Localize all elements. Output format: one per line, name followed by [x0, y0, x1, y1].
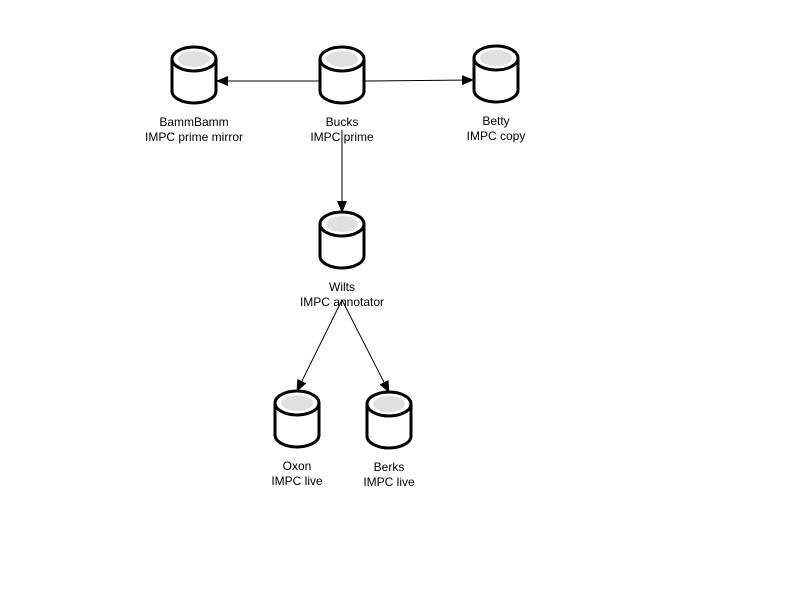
node-name: Wilts: [329, 280, 355, 294]
node-name: Betty: [482, 114, 510, 128]
node-role: IMPC prime: [310, 130, 374, 144]
database-node-bammbamm[interactable]: [170, 45, 218, 105]
database-icon-top-inner: [326, 216, 358, 232]
database-node-berks[interactable]: [365, 390, 413, 450]
node-name: Berks: [373, 460, 405, 474]
database-icon-top-inner: [326, 51, 358, 67]
database-node-wilts[interactable]: [318, 210, 366, 270]
database-node-oxon[interactable]: [273, 389, 321, 449]
node-name: BammBamm: [159, 115, 229, 129]
nodes-layer: [170, 44, 520, 450]
node-name: Bucks: [325, 115, 359, 129]
edge-bucks-to-betty: [364, 75, 474, 86]
node-role: IMPC copy: [466, 129, 526, 143]
node-label-wilts: Wilts IMPC annotator: [262, 280, 422, 310]
node-label-berks: Berks IMPC live: [309, 460, 469, 490]
database-icon-top-inner: [178, 51, 210, 67]
node-label-betty: Betty IMPC copy: [416, 114, 576, 144]
database-icon-top-inner: [373, 396, 405, 412]
node-label-bucks: Bucks IMPC prime: [262, 115, 422, 145]
node-label-oxon: Oxon IMPC live: [217, 459, 377, 489]
node-role: IMPC prime mirror: [145, 130, 243, 144]
node-name: Oxon: [282, 459, 312, 473]
edges-layer: [216, 75, 474, 393]
database-icon-top-inner: [281, 395, 313, 411]
database-node-bucks[interactable]: [318, 45, 366, 105]
edge-wilts-to-berks: [341, 299, 390, 393]
database-icon-top-inner: [480, 50, 512, 66]
node-role: IMPC live: [271, 474, 323, 488]
edge-wilts-to-oxon: [296, 299, 343, 392]
node-role: IMPC live: [363, 475, 415, 489]
database-node-betty[interactable]: [472, 44, 520, 104]
node-role: IMPC annotator: [299, 295, 385, 309]
node-label-bammbamm: BammBamm IMPC prime mirror: [114, 115, 274, 145]
